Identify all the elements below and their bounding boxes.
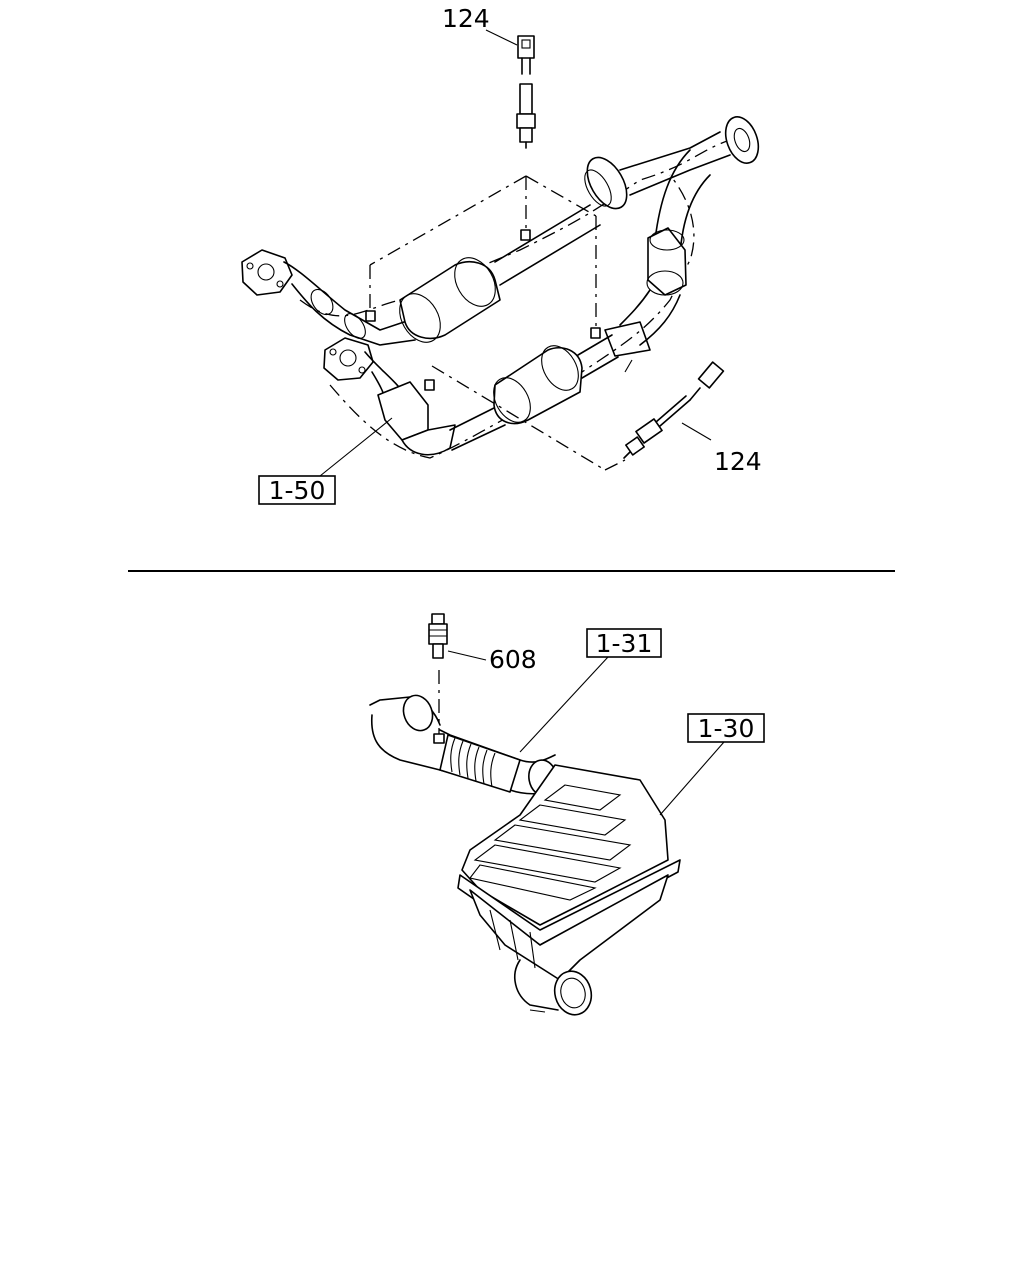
- callout-top-sensor: 124: [442, 4, 490, 33]
- callout-duct-box: [586, 628, 662, 658]
- callout-exhaust-ref: 1-50: [269, 476, 326, 505]
- tail-flange: [724, 116, 760, 164]
- callout-cleaner-box: [687, 713, 765, 743]
- callout-cleaner-ref: 1-30: [698, 714, 755, 743]
- top-oxygen-sensor: [516, 35, 536, 149]
- intake-duct: [369, 694, 558, 797]
- exhaust-assembly-illustration: [241, 116, 760, 459]
- right-converter: [646, 227, 687, 296]
- lower-catalytic-converter: [493, 345, 583, 425]
- callout-leader-right-sensor: [681, 422, 712, 441]
- callout-leader-top-sensor: [485, 29, 518, 46]
- left-flange-lower: [323, 337, 374, 381]
- callout-exhaust-box: [258, 475, 336, 505]
- upper-catalytic-converter: [399, 257, 501, 343]
- upper-pipe-flange: [584, 156, 628, 210]
- right-sensor-leader-a: [431, 365, 606, 471]
- callout-leader-exhaust: [319, 417, 393, 477]
- callout-leader-duct: [519, 656, 609, 753]
- intake-air-temperature-sensor: [428, 613, 448, 659]
- callout-intake-sensor: 608: [489, 645, 537, 674]
- top-sensor-leaders: [369, 175, 597, 328]
- callout-leader-intake-sensor: [447, 650, 487, 661]
- right-oxygen-sensor: [623, 361, 725, 459]
- air-cleaner-housing: [457, 764, 681, 1016]
- right-sensor-leader-b: [604, 459, 626, 471]
- left-flange-upper: [241, 249, 293, 296]
- lower-elbow: [377, 381, 456, 456]
- callout-duct-ref: 1-31: [596, 629, 653, 658]
- callout-right-sensor: 124: [714, 447, 762, 476]
- callout-leader-cleaner: [659, 741, 725, 816]
